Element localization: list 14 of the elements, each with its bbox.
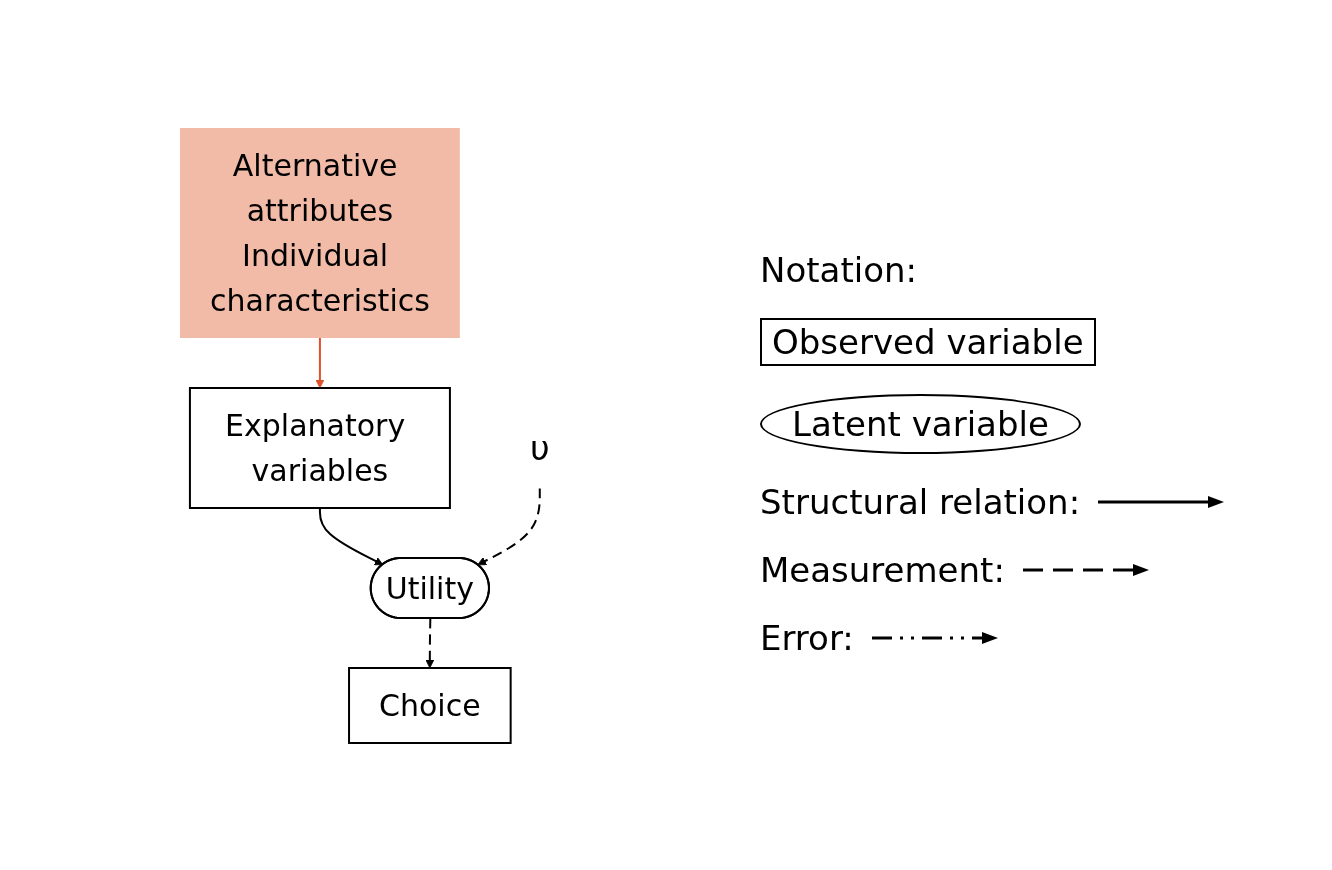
observed-variable-sample: Observed variable: [760, 318, 1096, 366]
legend-text: Error:: [760, 618, 854, 658]
node-box: Alternative attributes Individual characteristics: [180, 127, 461, 338]
arrow: [315, 336, 325, 388]
legend-text: Measurement:: [760, 550, 1005, 590]
node-box: Choice: [348, 666, 512, 744]
legend-text: Structural relation:: [760, 482, 1081, 522]
notation-heading: Notation:: [760, 250, 917, 290]
arrow: [477, 487, 541, 565]
arrow: [319, 506, 384, 565]
node-box: Explanatory variables: [189, 386, 452, 509]
latent-variable-sample: Latent variable: [760, 394, 1081, 454]
arrow: [425, 617, 435, 668]
node-text: υ: [530, 427, 550, 467]
